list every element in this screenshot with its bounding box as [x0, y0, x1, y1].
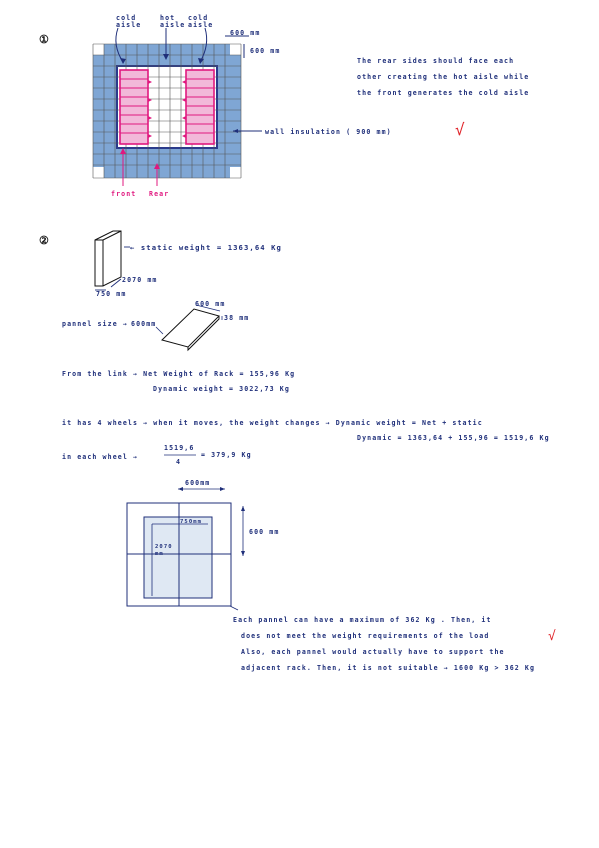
dim-top-label: 600 mm — [230, 29, 261, 37]
grid-side-dimension: 600 mm — [249, 528, 280, 536]
conclusion-line-2: does not meet the weight requirements of… — [241, 632, 490, 640]
section-2-number: ② — [39, 234, 49, 247]
rack-width-label: 750 mm — [96, 290, 127, 298]
cold-aisle-left-label: cold aisle — [116, 14, 142, 29]
grid-rack-height: 2070 mm — [155, 544, 173, 557]
static-weight-text: ← static weight = 1363,64 Kg — [130, 243, 282, 252]
section-1-note-line-1: The rear sides should face each — [357, 57, 515, 65]
dim-side-label: 600 mm — [250, 47, 281, 55]
cold-aisle-right-label: cold aisle — [188, 14, 214, 29]
rear-label: Rear — [149, 190, 170, 198]
conclusion-line-1: Each pannel can have a maximum of 362 Kg… — [233, 616, 492, 624]
fraction-result: = 379,9 Kg — [201, 451, 252, 459]
conclusion-line-4: adjacent rack. Then, it is not suitable … — [241, 664, 536, 672]
fraction-numerator: 1519,6 — [164, 444, 195, 452]
fraction-denominator: 4 — [176, 458, 182, 466]
rack-height-label: 2070 mm — [122, 276, 158, 284]
panel-dim-top: 600 mm — [195, 300, 226, 308]
link-weight-line: From the link → Net Weight of Rack = 155… — [62, 370, 296, 378]
section-1-number: ① — [39, 33, 49, 46]
front-label: front — [111, 190, 137, 198]
section-1-note-line-2: other creating the hot aisle while — [357, 73, 530, 81]
grid-top-dimension: 600mm — [185, 479, 211, 487]
section-1-note-line-3: the front generates the cold aisle — [357, 89, 530, 97]
wall-insulation-label: wall insulation ( 900 mm) — [265, 128, 392, 136]
panel-dim-left: 600mm — [131, 320, 157, 328]
dynamic-calc-line: Dynamic = 1363,64 + 155,96 = 1519,6 Kg — [357, 434, 550, 442]
wheels-line: it has 4 wheels → when it moves, the wei… — [62, 419, 483, 427]
grid-rack-width: 750mm — [180, 519, 203, 525]
panel-dim-thickness: 38 mm — [224, 314, 250, 322]
panel-size-label: pannel size → — [62, 320, 128, 328]
dynamic-weight-line: Dynamic weight = 3022,73 Kg — [153, 385, 290, 393]
conclusion-line-3: Also, each pannel would actually have to… — [241, 648, 505, 656]
each-wheel-label: in each wheel → — [62, 453, 139, 461]
check-mark-1: √ — [455, 120, 465, 139]
hot-aisle-label: hot aisle — [160, 14, 186, 29]
check-mark-2: √ — [548, 629, 556, 644]
